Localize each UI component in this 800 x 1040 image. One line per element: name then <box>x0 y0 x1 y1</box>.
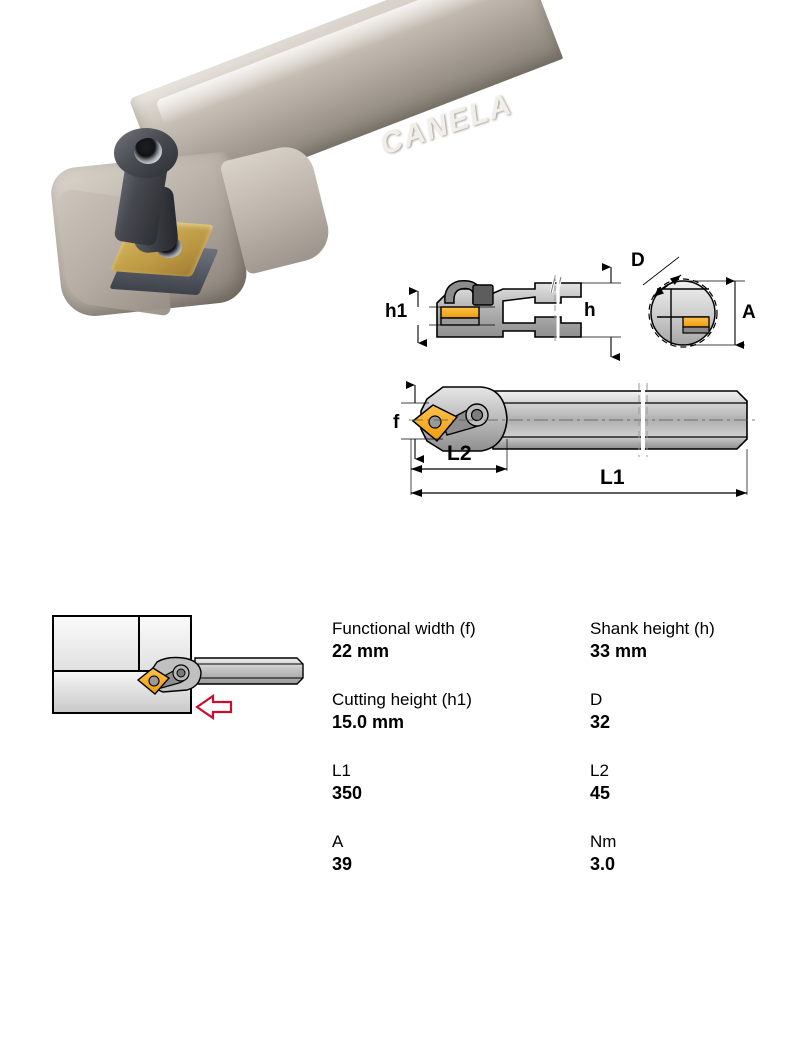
clamp-screw <box>134 138 162 164</box>
end-view-dashed-circle <box>648 278 718 348</box>
spec-label: L2 <box>590 761 609 780</box>
tech-drawing-top-view <box>409 256 745 361</box>
dim-label-f: f <box>393 412 400 433</box>
feed-direction-arrow-icon <box>195 693 233 721</box>
end-view-insert <box>682 316 710 328</box>
dim-label-L1: L1 <box>600 466 625 489</box>
spec-row: Functional width (f) 22 mm Shank height … <box>332 618 762 663</box>
workpiece-upper-left <box>52 615 140 672</box>
spec-cell-l2: L2 45 <box>590 760 762 805</box>
dim-label-L2: L2 <box>447 442 472 465</box>
top-view-insert <box>440 306 480 319</box>
application-diagram <box>45 608 315 723</box>
spec-value: 33 mm <box>590 641 648 661</box>
spec-value: 45 <box>590 783 611 803</box>
dim-label-h: h <box>584 300 596 321</box>
dim-label-D: D <box>631 250 645 271</box>
specification-table: Functional width (f) 22 mm Shank height … <box>332 618 762 902</box>
spec-cell-a: A 39 <box>332 831 590 876</box>
spec-row: Cutting height (h1) 15.0 mm D 32 <box>332 689 762 734</box>
spec-row: L1 350 L2 45 <box>332 760 762 805</box>
end-view-shim <box>682 326 710 334</box>
side-view-insert-screw <box>428 415 442 429</box>
spec-value: 22 mm <box>332 641 390 661</box>
spec-cell-shank-height: Shank height (h) 33 mm <box>590 618 762 663</box>
spec-cell-l1: L1 350 <box>332 760 590 805</box>
dim-label-A: A <box>742 302 756 323</box>
spec-row: A 39 Nm 3.0 <box>332 831 762 876</box>
spec-cell-d: D 32 <box>590 689 762 734</box>
spec-label: Functional width (f) <box>332 619 476 638</box>
spec-value: 350 <box>332 783 363 803</box>
spec-cell-functional-width: Functional width (f) 22 mm <box>332 618 590 663</box>
app-bar-shank <box>194 657 304 685</box>
spec-label: Shank height (h) <box>590 619 715 638</box>
spec-value: 15.0 mm <box>332 712 405 732</box>
D-dim-arrow <box>652 274 682 298</box>
spec-cell-cutting-height: Cutting height (h1) 15.0 mm <box>332 689 590 734</box>
top-view-clamp-block <box>472 284 494 306</box>
spec-label: Nm <box>590 832 617 851</box>
spec-value: 32 <box>590 712 611 732</box>
spec-label: L1 <box>332 761 351 780</box>
spec-cell-nm: Nm 3.0 <box>590 831 762 876</box>
top-view-shim <box>440 317 480 326</box>
technical-drawings: h1 h D A <box>385 245 785 510</box>
spec-label: D <box>590 690 603 709</box>
spec-value: 3.0 <box>590 854 616 874</box>
app-insert-screw <box>148 675 160 687</box>
product-photo: CANELA <box>0 0 564 340</box>
tech-drawing-side-view <box>401 381 757 497</box>
spec-value: 39 <box>332 854 353 874</box>
dim-label-h1: h1 <box>385 301 408 322</box>
spec-label: Cutting height (h1) <box>332 690 472 709</box>
spec-label: A <box>332 832 344 851</box>
